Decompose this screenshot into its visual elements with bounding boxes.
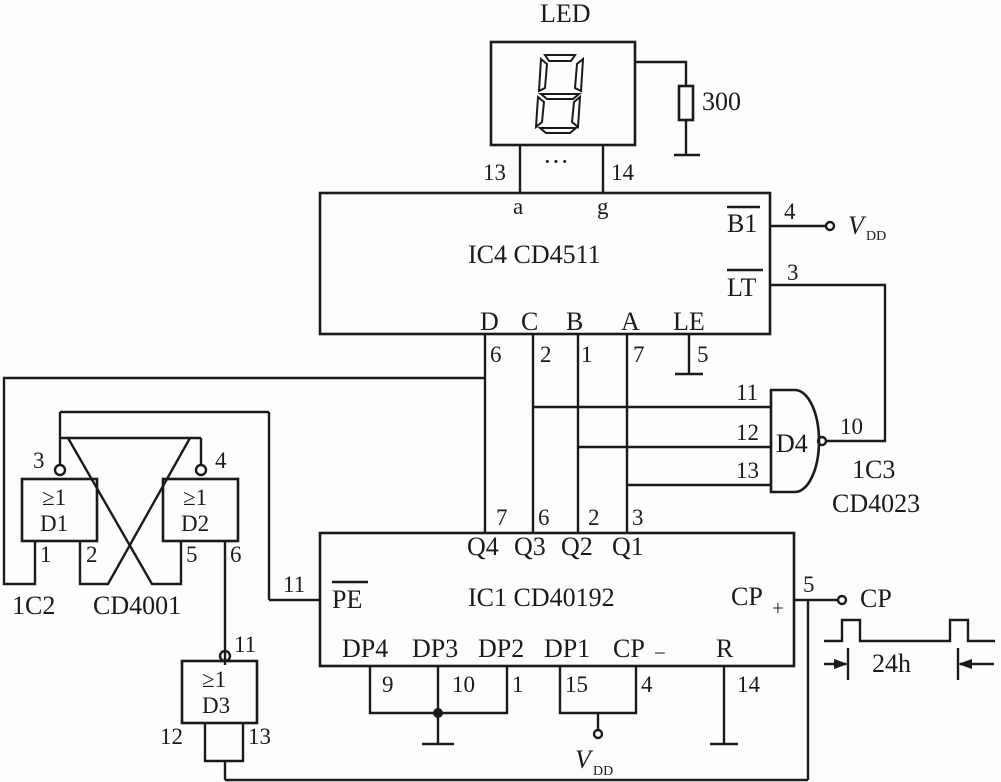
ic1-minus-sign: − — [654, 641, 666, 665]
d4-pin-12: 12 — [736, 420, 759, 445]
d2-ge: ≥1 — [183, 485, 207, 510]
ic3-part: CD4023 — [832, 489, 920, 518]
d2-nor-gate — [161, 477, 240, 543]
ic1-q1: Q1 — [612, 532, 644, 561]
ic1-dp1: DP1 — [544, 634, 590, 663]
d3-label: D3 — [202, 693, 230, 718]
ic4-lt-label: LT — [727, 273, 756, 302]
d2-pin-6: 6 — [230, 542, 242, 567]
d1-ge: ≥1 — [42, 485, 66, 510]
resistor — [677, 84, 695, 122]
d1-pin-1: 1 — [40, 542, 52, 567]
d1-inverter-bubble — [53, 463, 67, 477]
ic4-name: IC4 CD4511 — [468, 240, 601, 269]
led-title: LED — [540, 0, 591, 28]
d2-pin-4: 4 — [215, 448, 227, 473]
ic2-name: 1C2 — [12, 591, 55, 620]
ic1-pin-q3: 6 — [538, 505, 550, 530]
d2-pin-5: 5 — [186, 542, 198, 567]
d1-pin-3: 3 — [33, 448, 45, 473]
d3-pin-13: 13 — [248, 724, 271, 749]
ic1-dp4: DP4 — [342, 634, 388, 663]
d1-pin-2: 2 — [86, 542, 98, 567]
ic3-name: 1C3 — [852, 455, 895, 484]
cp-label: CP — [860, 584, 892, 613]
ic1-cp-plus: CP — [731, 582, 763, 611]
ic4-d-label: D — [480, 307, 499, 336]
ic2-part: CD4001 — [93, 591, 181, 620]
d4-pin-10: 10 — [840, 414, 863, 439]
ic1-pin-q4: 7 — [496, 505, 508, 530]
ic1-dp2: DP2 — [478, 634, 524, 663]
ic1-pin-q2: 2 — [588, 505, 600, 530]
d3-pin-11: 11 — [234, 632, 256, 657]
ic1-pin-10: 10 — [452, 672, 475, 697]
ic4-le-label: LE — [673, 307, 705, 336]
ic4-pin-b: 1 — [581, 342, 593, 367]
led-dots: ··· — [543, 147, 569, 176]
seven-segment-digit — [534, 54, 585, 134]
led-pin-g: 14 — [611, 160, 635, 185]
clock-period: 24h — [872, 649, 911, 678]
d4-label: D4 — [776, 429, 808, 458]
ic4-vdd: V — [848, 211, 867, 240]
ic4-vdd-sub: DD — [866, 229, 886, 244]
d4-inverter-bubble — [816, 435, 828, 447]
ic1-plus-sign: + — [772, 596, 784, 620]
ic1-dp3: DP3 — [412, 634, 458, 663]
ic1-q2: Q2 — [561, 532, 593, 561]
d2-label: D2 — [181, 511, 209, 536]
ic4-c-label: C — [521, 307, 538, 336]
ic1-pin-pe: 11 — [283, 572, 305, 597]
ic4-pin-a-label: a — [513, 194, 523, 219]
ic4-block — [318, 191, 772, 336]
ic1-q3: Q3 — [514, 532, 546, 561]
resistor-value: 300 — [702, 87, 741, 116]
d2-inverter-bubble — [194, 463, 208, 477]
clock-waveform — [824, 618, 995, 643]
ic4-pin-a: 7 — [633, 342, 645, 367]
ic1-pin-15: 15 — [565, 672, 588, 697]
led-display — [489, 40, 637, 147]
ic1-pin-q1: 3 — [632, 505, 644, 530]
ic1-vdd: V — [575, 745, 594, 774]
led-pin-a: 13 — [483, 160, 506, 185]
ic4-pin-le: 5 — [697, 342, 709, 367]
cp-terminal[interactable] — [836, 594, 848, 606]
d4-pin-11: 11 — [736, 380, 758, 405]
ic4-pin-g-label: g — [597, 194, 609, 219]
ic4-bi-label: B1 — [727, 209, 757, 238]
junction-dot — [433, 708, 443, 718]
d1-label: D1 — [40, 511, 68, 536]
ic1-pin-cp: 5 — [803, 572, 815, 597]
ic1-cp-minus: CP — [613, 634, 645, 663]
ic4-pin-d: 6 — [490, 342, 502, 367]
ic4-a-label: A — [621, 307, 640, 336]
arrow-right-icon — [834, 659, 848, 669]
ic4-pin-c: 2 — [540, 342, 552, 367]
ic1-vdd-sub: DD — [593, 764, 613, 779]
d1-nor-gate — [20, 477, 99, 543]
vdd-terminal — [824, 220, 836, 232]
ic4-lt-pin: 3 — [787, 260, 799, 285]
vdd-terminal-bottom — [592, 728, 604, 740]
ic1-name: IC1 CD40192 — [468, 583, 615, 612]
d3-inverter-bubble — [218, 649, 232, 663]
d3-nor-gate — [180, 659, 259, 725]
ic4-bi-pin: 4 — [784, 199, 796, 224]
ic1-pin-1: 1 — [512, 672, 524, 697]
ic1-pin-14: 14 — [737, 672, 761, 697]
ic1-pin-4: 4 — [641, 672, 653, 697]
ic4-b-label: B — [566, 307, 583, 336]
d3-pin-12: 12 — [160, 724, 183, 749]
ic1-q4: Q4 — [467, 532, 499, 561]
arrow-left-icon — [958, 659, 972, 669]
ic1-r: R — [716, 634, 734, 663]
ic1-pe: PE — [332, 585, 362, 614]
d4-pin-13: 13 — [736, 458, 759, 483]
ic1-pin-9: 9 — [382, 672, 394, 697]
d3-ge: ≥1 — [202, 667, 226, 692]
